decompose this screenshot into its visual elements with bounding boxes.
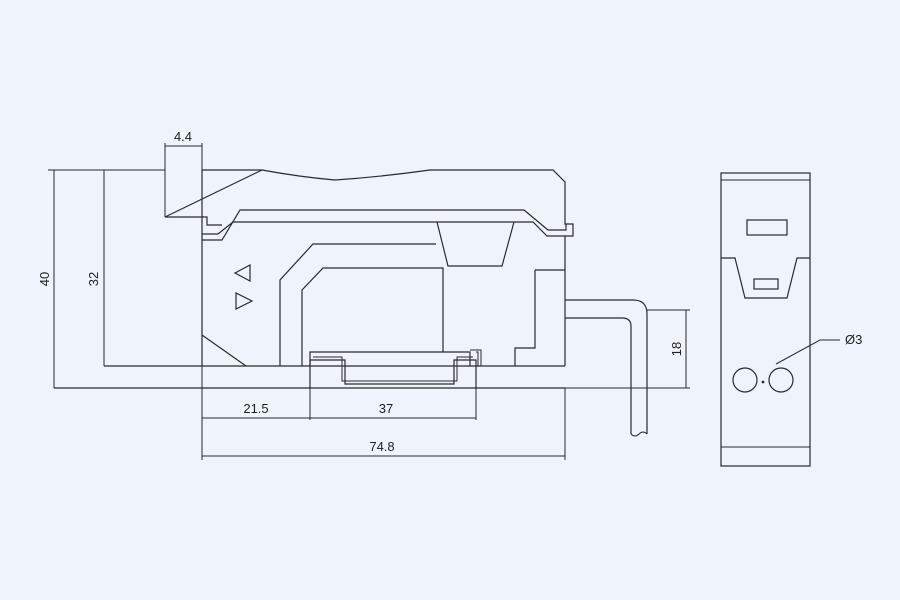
cavity-inner [301, 267, 444, 366]
cable [565, 299, 648, 434]
housing-top-outline [202, 169, 574, 237]
dim-74-8-line [202, 388, 566, 460]
dim-4-4-label: 4.4 [174, 129, 192, 144]
side-view-center-dot [761, 380, 765, 384]
front-view [54, 169, 648, 437]
side-view-hole-left [732, 367, 758, 393]
side-view-funnel [721, 257, 810, 299]
dim-18-line [565, 309, 690, 389]
dim-32-label: 32 [86, 272, 101, 286]
cable-cut [630, 431, 648, 437]
arrow-left-icon [233, 264, 251, 282]
side-view: Ø3 [720, 172, 862, 467]
bottom-left-chamfer [201, 334, 247, 367]
hole-diameter-label: Ø3 [845, 332, 862, 347]
dim-18-label: 18 [669, 342, 684, 356]
display-window [436, 221, 515, 267]
side-view-body [720, 172, 811, 467]
dim-40-line [48, 169, 165, 388]
dim-37-label: 37 [379, 401, 393, 416]
dim-21-5-label: 21.5 [243, 401, 268, 416]
hole-leader-line [775, 339, 840, 365]
din-clip-hook [470, 349, 482, 366]
cavity-outer [279, 243, 436, 366]
arrow-right-icon [235, 292, 254, 310]
din-clip-inner [313, 356, 473, 382]
latch-wedge [164, 169, 263, 226]
dim-40-label: 40 [37, 272, 52, 286]
din-clip-rail [309, 359, 477, 388]
dim-74-8-label: 74.8 [369, 439, 394, 454]
side-view-hole-right [768, 367, 794, 393]
dim-21-5-37-line [201, 366, 477, 460]
connector-block [514, 269, 565, 366]
dim-4-4-line [164, 143, 203, 217]
din-clip-outer [309, 351, 471, 366]
side-view-slot-top [746, 219, 788, 236]
dimension-lines: 40 32 4.4 21.5 37 74.8 18 [37, 129, 690, 460]
side-view-slot-small [753, 278, 779, 290]
housing-inner-contour [202, 209, 567, 241]
